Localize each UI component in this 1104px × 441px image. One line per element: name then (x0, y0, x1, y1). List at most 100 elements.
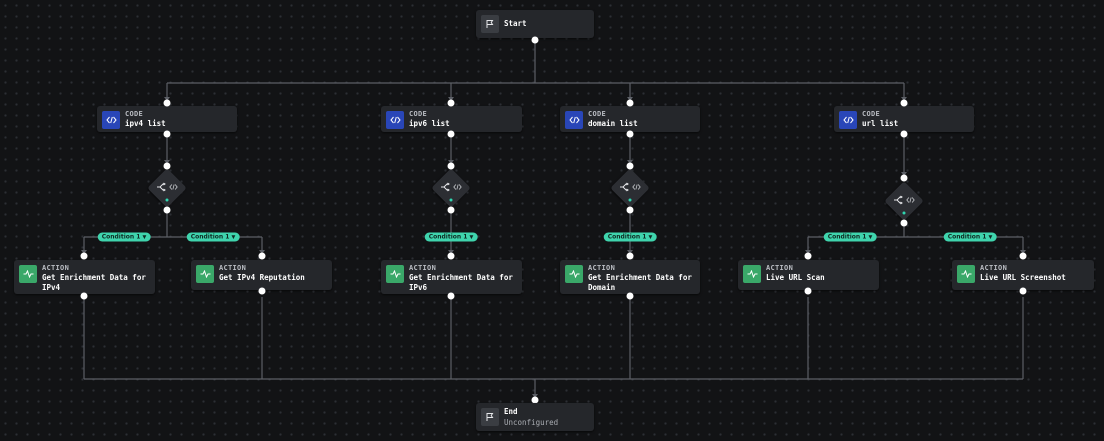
output-port[interactable] (804, 287, 812, 295)
output-port[interactable] (447, 130, 455, 138)
action-node-live-url-scan[interactable]: ACTION Live URL Scan (738, 260, 879, 290)
code-icon (632, 184, 641, 190)
status-dot (628, 198, 632, 202)
output-port[interactable] (900, 130, 908, 138)
start-node[interactable]: Start (476, 10, 594, 38)
code-icon (565, 111, 583, 129)
input-port[interactable] (626, 99, 634, 107)
action-node-enrichment-domain[interactable]: ACTION Get Enrichment Data for Domain (560, 260, 700, 294)
output-port[interactable] (626, 130, 634, 138)
caret-down-icon: ▼ (988, 234, 993, 241)
output-port[interactable] (447, 206, 455, 214)
flag-icon (481, 408, 499, 426)
condition-dropdown[interactable]: Condition 1▼ (823, 232, 877, 242)
caret-down-icon: ▼ (469, 234, 474, 241)
decision-icons (619, 182, 641, 192)
code-node-ipv4-list[interactable]: CODE ipv4 list (97, 106, 237, 132)
node-type-label: ACTION (980, 264, 1008, 272)
input-port[interactable] (447, 252, 455, 260)
condition-dropdown[interactable]: Condition 1▼ (943, 232, 997, 242)
end-input-port[interactable] (531, 396, 539, 404)
end-status: Unconfigured (504, 418, 559, 427)
action-node-ipv4-reputation[interactable]: ACTION Get IPv4 Reputation (191, 260, 332, 290)
input-port[interactable] (163, 162, 171, 170)
node-type-label: CODE (409, 110, 428, 118)
node-type-label: ACTION (766, 264, 794, 272)
branch-icon (441, 182, 450, 192)
node-name: Get Enrichment Data for IPv4 (42, 273, 146, 292)
end-title: End (504, 407, 518, 416)
code-icon (906, 197, 915, 203)
activity-icon (743, 265, 761, 283)
output-port[interactable] (163, 206, 171, 214)
node-type-label: ACTION (409, 264, 437, 272)
input-port[interactable] (163, 99, 171, 107)
decision-icons (156, 182, 178, 192)
input-port[interactable] (626, 162, 634, 170)
caret-down-icon: ▼ (231, 234, 236, 241)
input-port[interactable] (80, 252, 88, 260)
output-port[interactable] (447, 292, 455, 300)
output-port[interactable] (626, 292, 634, 300)
node-name: Get IPv4 Reputation (219, 273, 305, 282)
status-dot (449, 198, 453, 202)
caret-down-icon: ▼ (648, 234, 653, 241)
input-port[interactable] (1019, 252, 1027, 260)
action-node-enrichment-ipv6[interactable]: ACTION Get Enrichment Data for IPv6 (381, 260, 522, 294)
input-port[interactable] (900, 99, 908, 107)
flag-icon (481, 15, 499, 33)
node-type-label: ACTION (219, 264, 247, 272)
node-name: ipv6 list (409, 119, 450, 128)
condition-label: Condition 1 (428, 233, 468, 241)
node-type-label: CODE (125, 110, 144, 118)
activity-icon (196, 265, 214, 283)
condition-label: Condition 1 (827, 233, 867, 241)
action-node-enrichment-ipv4[interactable]: ACTION Get Enrichment Data for IPv4 (14, 260, 155, 294)
input-port[interactable] (900, 174, 908, 182)
node-type-label: CODE (588, 110, 607, 118)
caret-down-icon: ▼ (142, 234, 147, 241)
node-name: Live URL Screenshot (980, 273, 1066, 282)
input-port[interactable] (804, 252, 812, 260)
code-icon (386, 111, 404, 129)
node-type-label: ACTION (588, 264, 616, 272)
code-icon (102, 111, 120, 129)
code-icon (839, 111, 857, 129)
condition-label: Condition 1 (947, 233, 987, 241)
output-port[interactable] (900, 219, 908, 227)
activity-icon (565, 265, 583, 283)
input-port[interactable] (626, 252, 634, 260)
action-node-live-url-screenshot[interactable]: ACTION Live URL Screenshot (952, 260, 1094, 290)
code-node-domain-list[interactable]: CODE domain list (560, 106, 700, 132)
status-dot (165, 198, 169, 202)
condition-dropdown[interactable]: Condition 1▼ (424, 232, 478, 242)
input-port[interactable] (258, 252, 266, 260)
output-port[interactable] (163, 130, 171, 138)
condition-dropdown[interactable]: Condition 1▼ (97, 232, 151, 242)
code-node-url-list[interactable]: CODE url list (834, 106, 974, 132)
output-port[interactable] (258, 287, 266, 295)
condition-label: Condition 1 (607, 233, 647, 241)
code-icon (453, 184, 462, 190)
condition-dropdown[interactable]: Condition 1▼ (186, 232, 240, 242)
node-name: domain list (588, 119, 638, 128)
start-output-port[interactable] (531, 36, 539, 44)
output-port[interactable] (626, 206, 634, 214)
node-name: Get Enrichment Data for IPv6 (409, 273, 513, 292)
input-port[interactable] (447, 162, 455, 170)
branch-icon (620, 182, 629, 192)
branch-icon (894, 195, 903, 205)
end-node[interactable]: End Unconfigured (476, 403, 594, 431)
branch-icon (157, 182, 166, 192)
node-name: url list (862, 119, 899, 128)
output-port[interactable] (80, 292, 88, 300)
code-node-ipv6-list[interactable]: CODE ipv6 list (381, 106, 522, 132)
condition-dropdown[interactable]: Condition 1▼ (603, 232, 657, 242)
activity-icon (19, 265, 37, 283)
node-type-label: CODE (862, 110, 881, 118)
condition-label: Condition 1 (190, 233, 230, 241)
output-port[interactable] (1019, 287, 1027, 295)
status-dot (902, 211, 906, 215)
input-port[interactable] (447, 99, 455, 107)
